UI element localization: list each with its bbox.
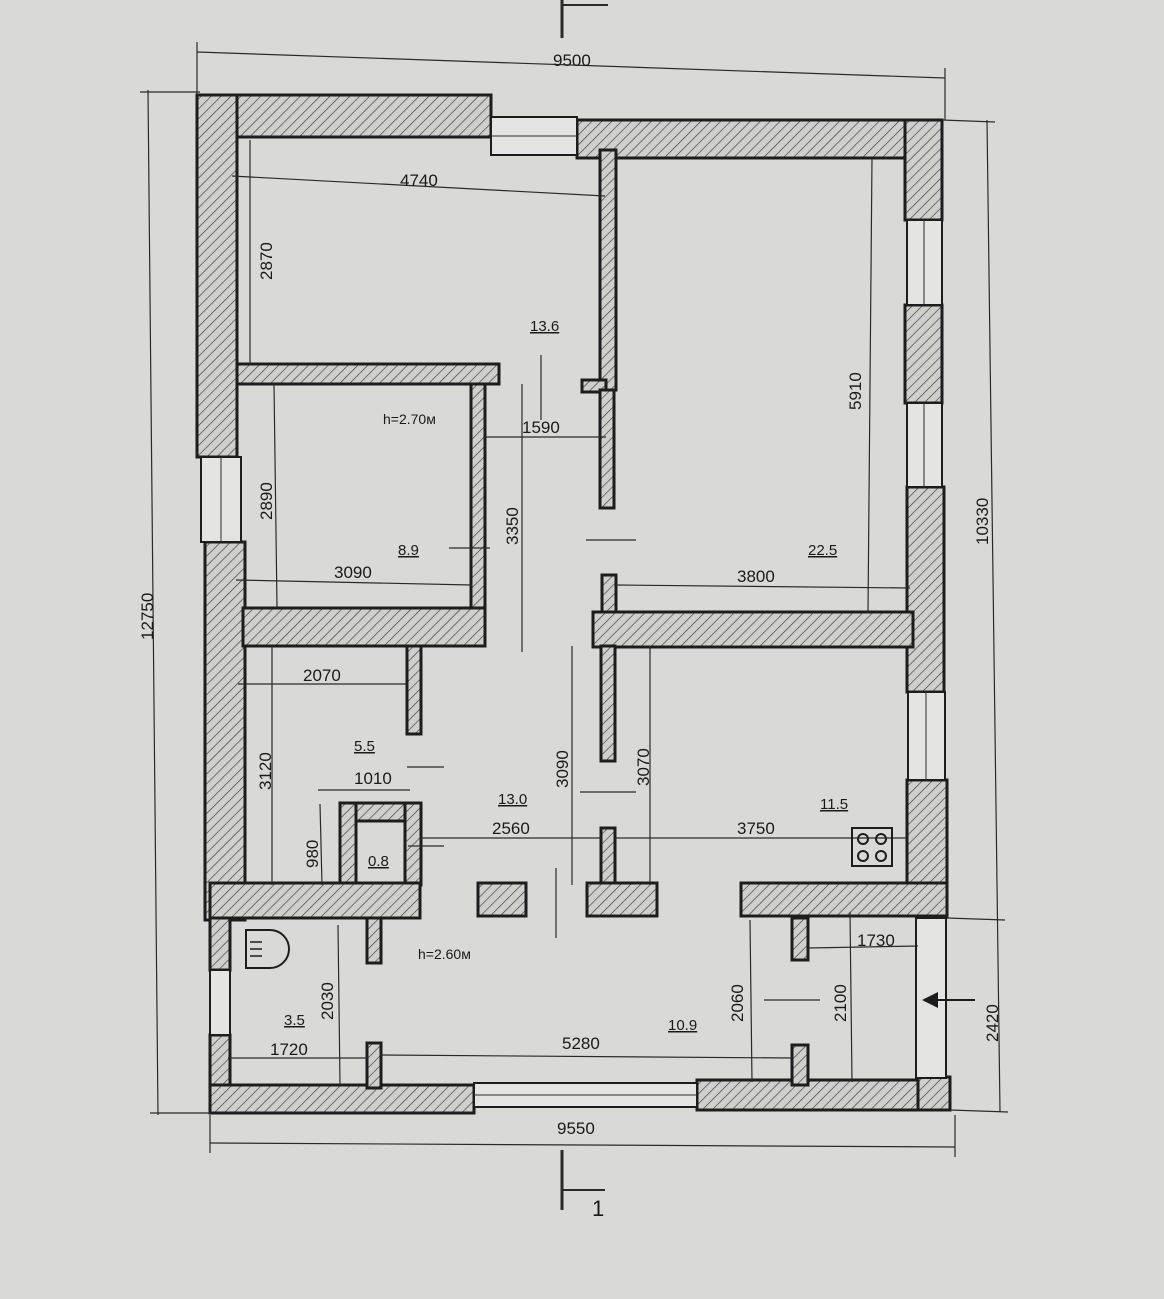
wall-middle-door-a — [476, 881, 528, 918]
wall-corridor-left — [469, 382, 487, 614]
boiler-icon — [245, 929, 290, 969]
wall-corridor-right-a — [598, 388, 616, 510]
wall-small-right — [405, 644, 423, 736]
overall-left-height: 12750 — [138, 593, 157, 640]
overall-top-width: 9500 — [553, 51, 591, 70]
wall-middle-left — [208, 881, 422, 920]
wall-hall-right-b — [599, 826, 617, 885]
veranda-width: 5280 — [562, 1034, 600, 1053]
wall-top-right — [575, 118, 944, 160]
large-room-area: 22.5 — [808, 542, 837, 559]
bedroom-ceiling: h=2.70м — [383, 411, 436, 427]
wall-left-upper — [195, 93, 239, 459]
wall-entry-left-b — [790, 1043, 810, 1087]
wall-veranda-left — [208, 916, 232, 972]
bedroom-height: 2890 — [257, 482, 276, 520]
wall-top-left — [195, 93, 493, 139]
bath-height: 980 — [303, 840, 322, 868]
hall-width: 2560 — [492, 819, 530, 838]
hall-height: 3090 — [553, 750, 572, 788]
hall-area: 13.0 — [498, 791, 527, 808]
wall-bath-right — [403, 801, 423, 887]
veranda-ceiling: h=2.60м — [418, 946, 471, 962]
walls — [195, 93, 952, 1115]
top-left-area: 13.6 — [530, 318, 559, 335]
small-room-area: 5.5 — [354, 738, 375, 755]
section-mark: 1 — [592, 1196, 604, 1221]
wall-right-2 — [903, 303, 944, 405]
boiler-width: 1720 — [270, 1040, 308, 1059]
labels: 9500 9550 12750 10330 2420 4740 2870 13.… — [138, 51, 1002, 1221]
veranda-area: 10.9 — [668, 1017, 697, 1034]
top-left-width: 4740 — [400, 171, 438, 190]
wall-bedroom-bottom — [241, 606, 487, 648]
small-room-height: 3120 — [256, 752, 275, 790]
wall-mid-upper — [235, 362, 501, 386]
corridor-height: 3350 — [503, 507, 522, 545]
wall-large-bottom — [591, 610, 915, 649]
kitchen-width: 3750 — [737, 819, 775, 838]
bedroom-width: 3090 — [334, 563, 372, 582]
veranda-height: 2060 — [728, 984, 747, 1022]
wall-boiler-right-a — [365, 916, 383, 965]
corridor-width: 1590 — [522, 418, 560, 437]
wall-hall-right-a — [599, 644, 617, 763]
overall-right-lower: 2420 — [983, 1004, 1002, 1042]
entry-height: 2100 — [831, 984, 850, 1022]
dimension-lines — [140, 0, 1009, 1210]
wall-veranda-bottom-left — [208, 1083, 476, 1115]
wall-middle-right — [739, 881, 949, 918]
windows — [200, 116, 947, 1108]
entry-arrow-icon — [922, 992, 975, 1008]
bath-width: 1010 — [354, 769, 392, 788]
bath-area: 0.8 — [368, 853, 389, 870]
wall-partition-center — [598, 148, 618, 392]
overall-bottom-width: 9550 — [557, 1119, 595, 1138]
wall-entry-corner — [916, 1075, 952, 1112]
large-room-width: 3800 — [737, 567, 775, 586]
entry-width: 1730 — [857, 931, 895, 950]
wall-left-lower — [203, 540, 247, 922]
boiler-height: 2030 — [318, 982, 337, 1020]
wall-bath-left — [338, 801, 358, 887]
overall-right-upper: 10330 — [973, 498, 992, 545]
wall-middle-kitchen — [585, 881, 659, 918]
wall-corridor-right-b — [600, 573, 618, 615]
stove-icon — [851, 827, 893, 867]
window-veranda-left — [209, 969, 231, 1036]
wall-boiler-right-b — [365, 1041, 383, 1090]
bedroom-area: 8.9 — [398, 542, 419, 559]
wall-entry-left-a — [790, 916, 810, 962]
large-room-height: 5910 — [846, 372, 865, 410]
small-room-width: 2070 — [303, 666, 341, 685]
kitchen-area: 11.5 — [820, 796, 848, 813]
kitchen-height: 3070 — [634, 748, 653, 786]
top-left-height: 2870 — [257, 242, 276, 280]
wall-right-1 — [903, 118, 944, 222]
wall-right-3 — [905, 485, 946, 694]
boiler-area: 3.5 — [284, 1012, 305, 1029]
